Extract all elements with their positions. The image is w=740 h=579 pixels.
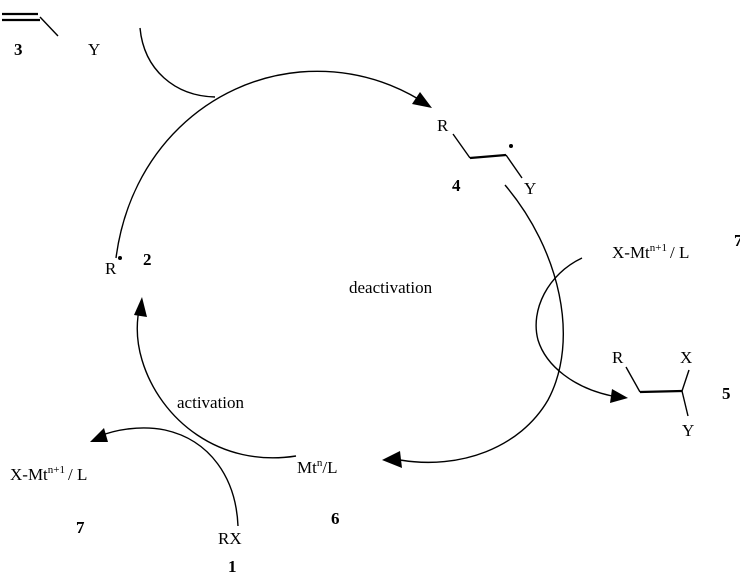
cycle-arrowhead-right: [382, 451, 402, 468]
compound5-x: X: [680, 348, 692, 367]
compound7-right-number: 7: [734, 231, 740, 250]
mt-label: Mtn/L: [297, 457, 337, 477]
compound5-bond-x: [681, 369, 690, 392]
deactivation-side-arc: [535, 257, 613, 397]
compound4-radical-dot: [509, 144, 513, 148]
compound4-number: 4: [452, 176, 461, 195]
monomer-bond-to-y: [39, 16, 59, 37]
compound4-y: Y: [524, 179, 536, 198]
compound4-bond-1: [452, 133, 471, 159]
cycle-arc-bottom-left: [136, 304, 297, 459]
cycle-arc-top: [115, 70, 421, 259]
cycle-arrowhead-left: [134, 297, 147, 317]
compound5-r: R: [612, 348, 624, 367]
compound5-y: Y: [682, 421, 694, 440]
radical-r: R: [105, 259, 117, 278]
activation-label: activation: [177, 393, 245, 412]
xmt-right: X-Mtn+1/ L: [612, 242, 689, 262]
compound4-bond-2: [469, 153, 507, 160]
compound5-bond-2: [639, 389, 683, 394]
compound3-y: Y: [88, 40, 100, 59]
rx-label: RX: [218, 529, 242, 548]
deactivation-arrowhead: [610, 389, 628, 403]
xmt-left: X-Mtn+1/ L: [10, 464, 87, 484]
compound6-number: 6: [331, 509, 340, 528]
compound3-number: 3: [14, 40, 23, 59]
monomer-entry-arc: [139, 27, 216, 98]
compound5-bond-y: [681, 390, 689, 417]
activation-arrowhead: [90, 428, 108, 442]
cycle-arc-right: [399, 184, 564, 464]
compound5-number: 5: [722, 384, 731, 403]
compound7-left-number: 7: [76, 518, 85, 537]
compound4-bond-3: [505, 154, 523, 179]
compound5-bond-1: [625, 366, 641, 393]
activation-side-arc: [99, 427, 239, 527]
deactivation-label: deactivation: [349, 278, 433, 297]
compound4-r: R: [437, 116, 449, 135]
compound1-number: 1: [228, 557, 237, 574]
compound2-number: 2: [143, 250, 152, 269]
cycle-arrowhead-top: [412, 92, 432, 108]
radical-dot: [118, 256, 122, 260]
